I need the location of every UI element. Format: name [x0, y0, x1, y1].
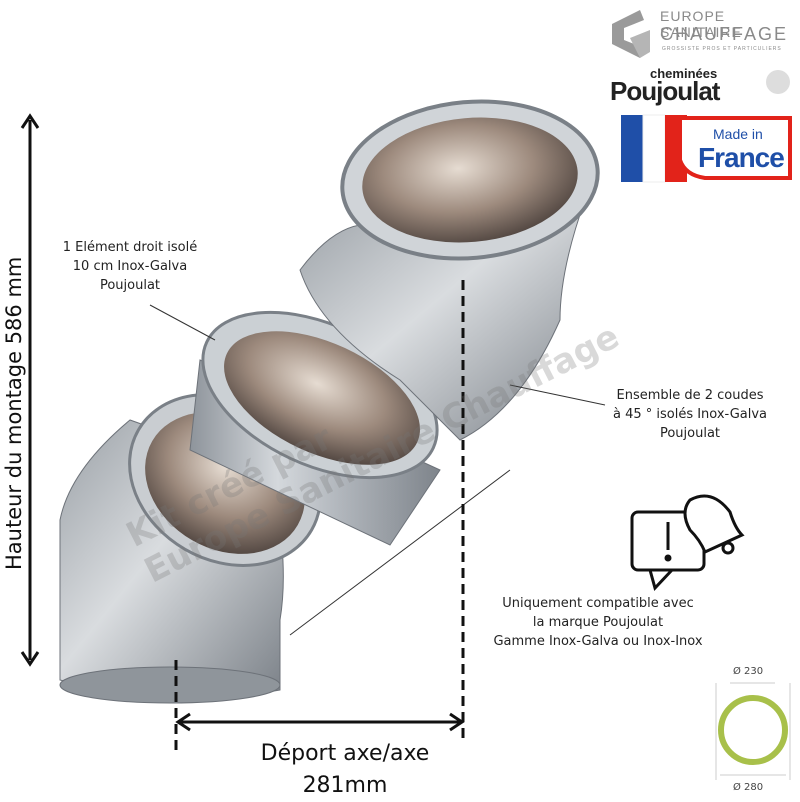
- europe-sanitaire-logo-icon: [612, 10, 650, 58]
- europe-sanitaire-logo-line2: CHAUFFAGE: [660, 24, 789, 44]
- made-in-france-badge: [678, 116, 792, 180]
- poujoulat-logo-small: cheminées: [650, 66, 718, 81]
- inner-diameter-label: Ø 230: [733, 666, 764, 677]
- height-arrow: [20, 113, 40, 667]
- offset-arrow: [174, 280, 465, 750]
- poujoulat-logo: Poujoulat: [610, 76, 720, 106]
- diameter-diagram: [715, 682, 791, 780]
- poujoulat-emblem-icon: [766, 70, 790, 94]
- europe-sanitaire-tagline: GROSSISTE PROS ET PARTICULIERS: [662, 46, 782, 52]
- top-elbow: [299, 99, 600, 441]
- france-flag-icon: [621, 114, 687, 183]
- compatibility-note: Uniquement compatible avec la marque Pou…: [493, 596, 703, 649]
- made-in-label: Made in: [713, 126, 763, 142]
- france-label: France: [698, 142, 785, 173]
- europe-sanitaire-logo-line1: EUROPE SANITAIRE: [660, 8, 742, 40]
- alert-bell-icon: [630, 494, 745, 591]
- straight-element-callout: 1 Elément droit isolé 10 cm Inox-Galva P…: [62, 240, 198, 293]
- height-label: Hauteur du montage 586 mm: [2, 256, 26, 570]
- offset-label: Déport axe/axe 281mm: [260, 741, 430, 798]
- outer-diameter-label: Ø 280: [733, 782, 764, 793]
- elbows-callout: Ensemble de 2 coudes à 45 ° isolés Inox-…: [612, 388, 768, 441]
